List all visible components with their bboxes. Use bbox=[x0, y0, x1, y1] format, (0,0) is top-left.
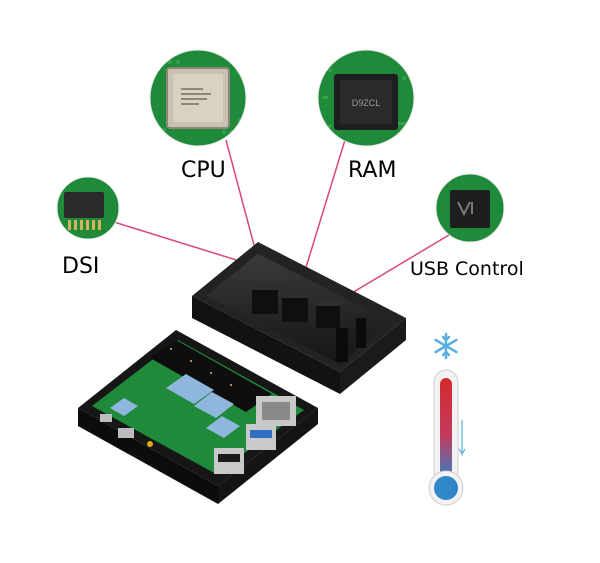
snowflake-icon bbox=[434, 332, 458, 360]
thermal-pillars bbox=[252, 284, 348, 328]
gpio-header bbox=[150, 340, 272, 412]
ram-chip-marking: D9ZCL bbox=[352, 98, 381, 108]
dsi-zoom-circle bbox=[56, 176, 120, 240]
ram-zoom-circle: D9ZCL bbox=[317, 49, 415, 147]
usb-control-label: USB Control bbox=[410, 258, 524, 280]
dsi-label: DSI bbox=[62, 254, 100, 279]
ram-label: RAM bbox=[348, 158, 397, 183]
cpu-label: CPU bbox=[181, 158, 226, 183]
ports bbox=[100, 396, 296, 474]
hdmi-port bbox=[118, 428, 134, 438]
usb-control-zoom-circle bbox=[435, 173, 505, 243]
board-assembly bbox=[78, 330, 318, 504]
thermometer-icon bbox=[428, 369, 466, 506]
usbc-port bbox=[100, 414, 112, 422]
usb-controller-chip bbox=[450, 190, 490, 228]
case bbox=[192, 242, 406, 394]
cpu-zoom-circle bbox=[149, 49, 247, 147]
power-led bbox=[147, 441, 153, 447]
thermal-pads bbox=[110, 374, 240, 438]
dsi-connector bbox=[64, 192, 104, 218]
